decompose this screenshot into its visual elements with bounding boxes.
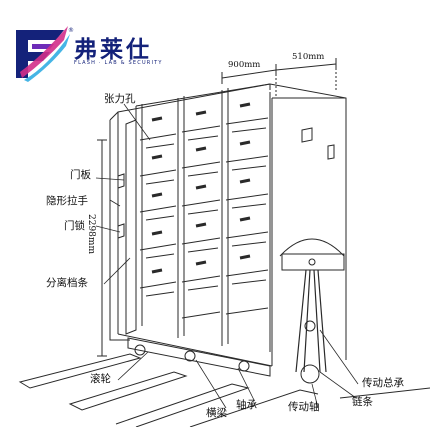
brand-logo	[16, 26, 70, 82]
base-and-tracks	[18, 337, 430, 427]
top-dimension-lines	[221, 58, 337, 98]
side-panel-hardware	[117, 127, 335, 239]
label-divider-board: 分离档条	[46, 277, 88, 289]
brand-name-cn: 弗莱仕	[74, 37, 152, 63]
dimension-depth: 900mm	[228, 60, 261, 70]
label-roller: 滚轮	[90, 373, 111, 385]
label-drive-assembly: 传动总承	[362, 377, 404, 389]
label-drive-shaft: 传动轴	[288, 401, 320, 413]
registered-mark: ®	[68, 27, 74, 34]
dimension-width: 510mm	[292, 52, 325, 62]
leader-lines	[95, 103, 359, 409]
brand-name-en: FLASH · LAB & SECURITY	[74, 60, 163, 66]
label-cross-beam: 横梁	[206, 407, 227, 419]
dimension-height: 2298mm	[86, 214, 96, 254]
shelf-bays	[135, 83, 271, 352]
cabinet-frame	[109, 83, 347, 367]
label-chain: 链条	[352, 396, 373, 408]
label-door-panel: 门板	[70, 169, 91, 181]
label-tension-hole: 张力孔	[104, 93, 136, 105]
label-bearing: 轴承	[236, 399, 257, 411]
side-dimension-line	[97, 139, 107, 357]
label-door-lock: 门锁	[64, 220, 85, 232]
stylized-f-arrow-icon	[16, 26, 70, 82]
drive-assembly	[279, 238, 345, 384]
label-hidden-handle: 隐形拉手	[46, 195, 88, 207]
